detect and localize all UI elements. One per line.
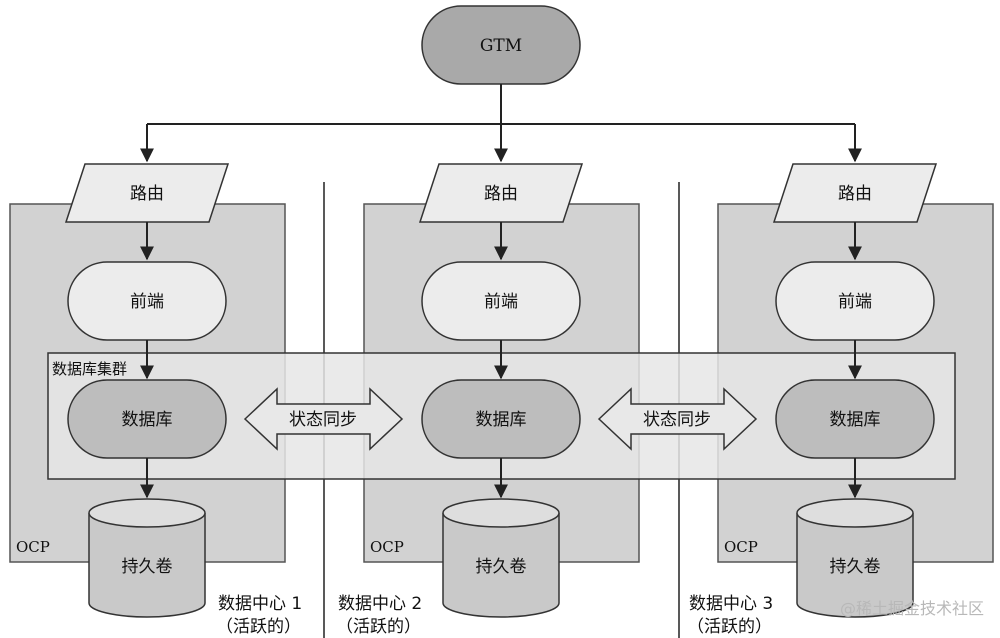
database-cluster-label: 数据库集群 xyxy=(52,360,127,378)
ocp-label-3: OCP xyxy=(724,538,758,556)
router-label-3: 路由 xyxy=(838,184,872,204)
datacenter-name-2: 数据中心 2 xyxy=(338,594,422,614)
volume-cylinder-1 xyxy=(88,498,206,618)
ocp-label-2: OCP xyxy=(370,538,404,556)
state-sync-arrow-1 xyxy=(243,387,404,451)
state-sync-arrow-2 xyxy=(597,387,758,451)
router-label-2: 路由 xyxy=(484,184,518,204)
frontend-label-2: 前端 xyxy=(484,292,518,312)
watermark-text: @稀土掘金技术社区 xyxy=(840,599,984,618)
datacenter-name-1: 数据中心 1 xyxy=(218,594,302,614)
ocp-label-1: OCP xyxy=(16,538,50,556)
router-node-3 xyxy=(772,163,938,223)
volume-label-3: 持久卷 xyxy=(830,557,881,577)
datacenter-status-2: （活跃的） xyxy=(336,617,421,637)
datacenter-status-3: （活跃的） xyxy=(687,617,772,637)
database-label-1: 数据库 xyxy=(122,410,173,430)
datacenter-name-3: 数据中心 3 xyxy=(689,594,773,614)
database-label-3: 数据库 xyxy=(830,410,881,430)
state-sync-label-1: 状态同步 xyxy=(289,410,357,430)
volume-label-1: 持久卷 xyxy=(122,557,173,577)
database-label-2: 数据库 xyxy=(476,410,527,430)
frontend-label-3: 前端 xyxy=(838,292,872,312)
state-sync-label-2: 状态同步 xyxy=(643,410,711,430)
frontend-label-1: 前端 xyxy=(130,292,164,312)
volume-cylinder-2 xyxy=(442,498,560,618)
volume-label-2: 持久卷 xyxy=(476,557,527,577)
datacenter-status-1: （活跃的） xyxy=(216,617,301,637)
gtm-label: GTM xyxy=(480,36,522,56)
router-node-1 xyxy=(64,163,230,223)
volume-cylinder-3 xyxy=(796,498,914,618)
router-label-1: 路由 xyxy=(130,184,164,204)
router-node-2 xyxy=(418,163,584,223)
